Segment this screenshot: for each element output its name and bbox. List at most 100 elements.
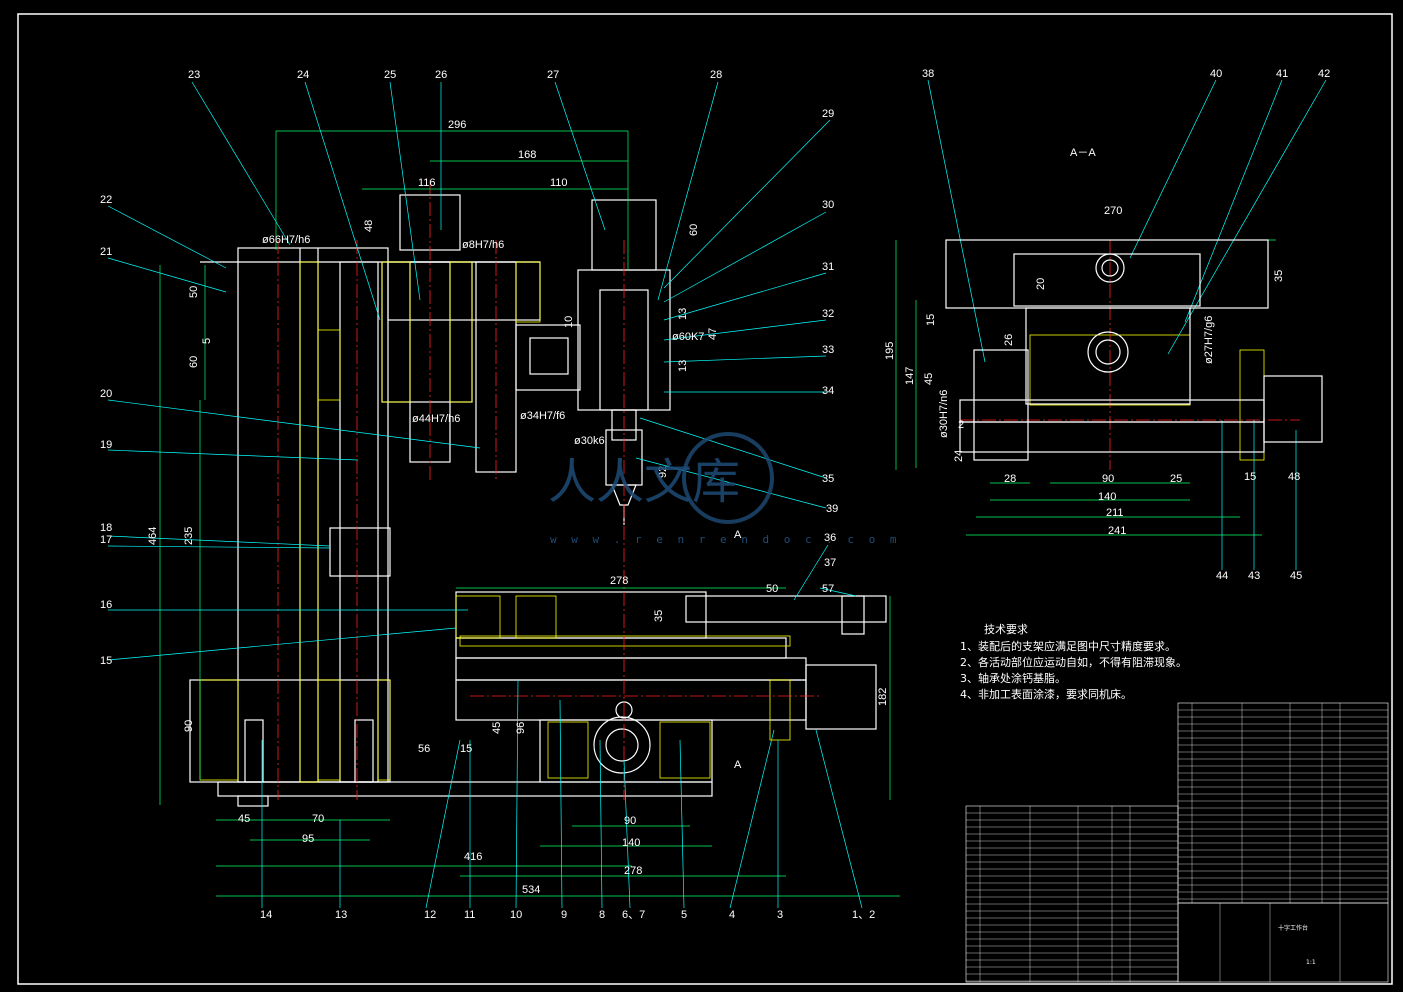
part-label: 13 [335,909,347,921]
parts-list-grid [965,702,1389,983]
svg-text:270: 270 [1104,205,1122,217]
svg-text:92: 92 [657,466,669,478]
part-label: 15 [100,655,112,667]
part-label: 36 [824,532,836,544]
svg-text:15: 15 [1244,471,1256,483]
svg-text:147: 147 [904,367,916,385]
dimension-values: 296 168 116 110 ø66H7/h6 ø8H7/h6 60 48 5… [147,119,1300,896]
svg-text:ø30k6: ø30k6 [574,435,605,447]
svg-text:28: 28 [1004,473,1016,485]
part-label: 9 [561,909,567,921]
part-labels: 23 24 25 26 27 28 29 30 31 32 33 34 35 3… [100,68,1330,921]
svg-text:13: 13 [677,308,689,320]
svg-text:ø66H7/h6: ø66H7/h6 [262,234,310,246]
svg-text:50: 50 [188,286,200,298]
svg-text:24: 24 [953,450,965,462]
svg-text:ø27H7/g6: ø27H7/g6 [1203,316,1215,364]
svg-text:57: 57 [822,583,834,595]
part-label: 3 [777,909,783,921]
section-marker-bottom: A [734,759,742,771]
svg-text:60: 60 [188,356,200,368]
part-label: 12 [424,909,436,921]
svg-text:25: 25 [1170,473,1182,485]
part-label: 10 [510,909,522,921]
part-label: 43 [1248,570,1260,582]
svg-text:ø60K7: ø60K7 [672,331,704,343]
part-label: 41 [1276,68,1288,80]
svg-text:90: 90 [624,815,636,827]
part-label: 28 [710,69,722,81]
main-view [189,194,887,807]
svg-text:241: 241 [1108,525,1126,537]
part-label: 29 [822,108,834,120]
leader-lines [107,79,1327,909]
centerlines [277,180,1300,800]
part-label: 32 [822,308,834,320]
svg-text:168: 168 [518,149,536,161]
part-label: 25 [384,69,396,81]
svg-text:416: 416 [464,851,482,863]
svg-text:278: 278 [610,575,628,587]
svg-text:278: 278 [624,865,642,877]
requirements-title: 技术要求 [984,623,1028,636]
parts-list-rows [966,703,1388,982]
svg-text:35: 35 [653,610,665,622]
part-label: 35 [822,473,834,485]
section-view [945,239,1323,461]
requirement-item: 2、各活动部位应运动自如，不得有阻滞现象。 [960,655,1187,669]
part-label: 17 [100,534,112,546]
requirement-item: 4、非加工表面涂漆，要求同机床。 [960,687,1132,701]
part-label: 33 [822,344,834,356]
drawing-border [17,13,1393,985]
part-label: 39 [826,503,838,515]
part-label: 6、7 [622,909,645,921]
svg-text:296: 296 [448,119,466,131]
part-label: 20 [100,388,112,400]
svg-text:140: 140 [1098,491,1116,503]
svg-text:90: 90 [183,720,195,732]
part-label: 4 [729,909,735,921]
part-label: 21 [100,246,112,258]
svg-text:95: 95 [302,833,314,845]
section-title: A－A [1070,147,1096,159]
part-label: 30 [822,199,834,211]
svg-text:26: 26 [1003,334,1015,346]
svg-text:48: 48 [1288,471,1300,483]
svg-text:20: 20 [1035,278,1047,290]
part-label: 23 [188,69,200,81]
svg-text:ø34H7/f6: ø34H7/f6 [520,410,565,422]
part-label: 22 [100,194,112,206]
requirement-item: 1、装配后的支架应满足图中尺寸精度要求。 [960,639,1176,653]
part-label: 11 [464,909,475,921]
part-label: 26 [435,69,447,81]
svg-text:13: 13 [677,360,689,372]
svg-text:ø44H7/h6: ø44H7/h6 [412,413,460,425]
technical-requirements: 技术要求 1、装配后的支架应满足图中尺寸精度要求。 2、各活动部位应运动自如，不… [960,623,1187,701]
svg-text:5: 5 [201,338,213,344]
svg-text:56: 56 [418,743,430,755]
part-label: 1、2 [852,909,875,921]
svg-text:90: 90 [1102,473,1114,485]
svg-text:195: 195 [884,342,896,360]
part-label: 16 [100,599,112,611]
svg-text:45: 45 [491,722,503,734]
svg-text:464: 464 [147,527,159,545]
part-label: 31 [822,261,834,273]
part-label: 5 [681,909,687,921]
svg-text:48: 48 [363,220,375,232]
part-label: 8 [599,909,605,921]
part-label: 27 [547,69,559,81]
svg-text:60: 60 [688,224,700,236]
part-label: 40 [1210,68,1222,80]
part-label: 19 [100,439,112,451]
dimension-lines [159,130,1276,897]
svg-text:116: 116 [418,177,436,189]
part-label: 42 [1318,68,1330,80]
part-label: 24 [297,69,309,81]
drawing-name: 十字工作台 [1278,924,1308,932]
svg-text:ø8H7/h6: ø8H7/h6 [462,239,504,251]
svg-text:70: 70 [312,813,324,825]
part-label: 14 [260,909,272,921]
part-label: 34 [822,385,834,397]
svg-text:534: 534 [522,884,540,896]
